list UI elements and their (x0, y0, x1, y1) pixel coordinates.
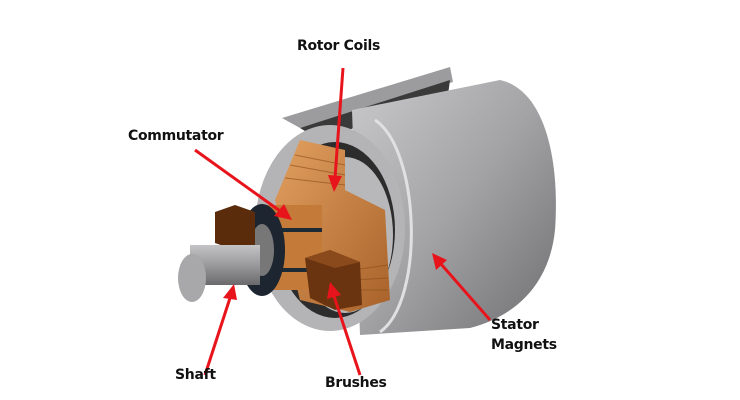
arrow-stator-magnets (439, 263, 492, 321)
brushes (215, 205, 362, 310)
arrow-rotor-coils (333, 67, 345, 179)
label-magnets: Magnets (491, 337, 557, 353)
label-stator: Stator (491, 317, 539, 333)
shaft (178, 245, 260, 302)
arrow-brushes (332, 295, 362, 376)
label-arrows (194, 67, 492, 376)
arrow-shaft (203, 297, 232, 376)
label-commutator: Commutator (128, 128, 224, 144)
arrow-commutator (194, 148, 281, 213)
label-brushes: Brushes (325, 375, 387, 391)
label-shaft: Shaft (175, 367, 216, 383)
label-rotor-coils: Rotor Coils (297, 38, 381, 54)
